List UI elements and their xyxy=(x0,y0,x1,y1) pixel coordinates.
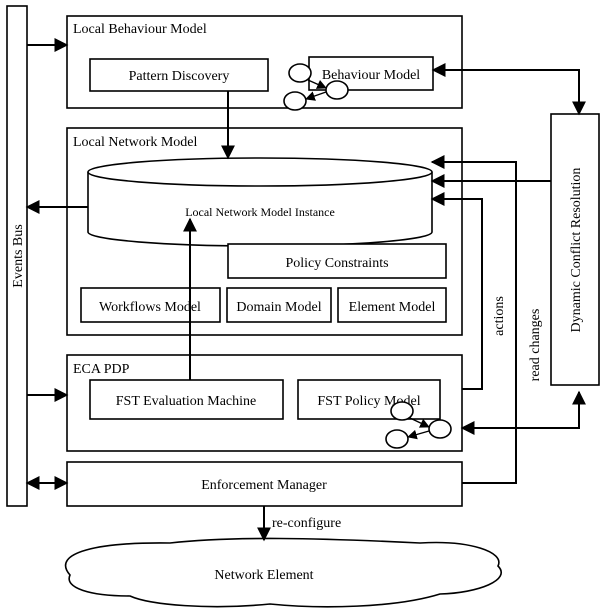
actions-arrow xyxy=(430,192,483,390)
local-network-model-instance-label: Local Network Model Instance xyxy=(185,205,335,219)
fst-policy-model-box xyxy=(297,379,441,420)
behaviour-model-conflict-arrow xyxy=(431,63,586,116)
fst-evaluation-machine-box xyxy=(89,379,284,420)
enforcement-manager xyxy=(66,461,463,507)
fst-evaluation-machine-label: FST Evaluation Machine xyxy=(116,394,257,409)
dynamic-conflict-resolution-label: Dynamic Conflict Resolution xyxy=(569,168,584,333)
network-element-label: Network Element xyxy=(214,568,313,583)
behaviour-model-label: Behaviour Model xyxy=(322,68,420,83)
read-changes-label: read changes xyxy=(528,309,543,382)
actions-label: actions xyxy=(492,296,507,336)
state-machine-icon xyxy=(385,401,452,449)
policy-constraints-label: Policy Constraints xyxy=(285,256,388,271)
element-model-label: Element Model xyxy=(349,300,436,315)
domain-model-label: Domain Model xyxy=(236,300,321,315)
pattern-discovery-label: Pattern Discovery xyxy=(129,69,230,84)
local-behaviour-model-title: Local Behaviour Model xyxy=(73,22,207,37)
pattern-discovery-box xyxy=(89,58,269,92)
local-network-model-instance xyxy=(87,157,433,247)
network-element-cloud xyxy=(64,537,502,608)
enforcement-manager-label: Enforcement Manager xyxy=(201,478,327,493)
workflows-model-label: Workflows Model xyxy=(99,300,201,315)
policy-constraints-box xyxy=(227,243,447,279)
element-model-box xyxy=(337,287,447,323)
domain-model-box xyxy=(226,287,332,323)
eca-pdp-title: ECA PDP xyxy=(73,362,130,377)
read-changes-arrow xyxy=(430,155,517,484)
state-machine-icon xyxy=(283,63,349,111)
events-bus xyxy=(6,5,28,507)
reconfigure-label: re-configure xyxy=(272,516,341,531)
dynamic-conflict-resolution xyxy=(550,113,600,386)
eca-conflict-arrow xyxy=(460,390,586,435)
local-network-model-title: Local Network Model xyxy=(73,135,198,150)
workflows-model-box xyxy=(80,287,221,323)
events-bus-label: Events Bus xyxy=(11,224,26,287)
